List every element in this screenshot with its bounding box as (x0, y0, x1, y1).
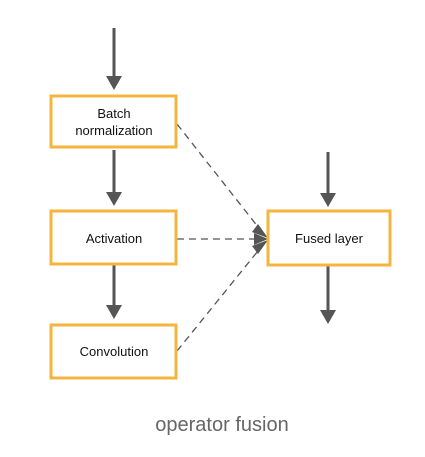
batch-normalization-label-line1: Batch (97, 106, 130, 121)
activation-node: Activation (49, 209, 178, 266)
dashed-arrow-convolution-to-fused (176, 240, 268, 352)
convolution-label: Convolution (80, 344, 149, 359)
dashed-arrow-batch-to-fused (176, 123, 268, 238)
batch-normalization-label-line2: normalization (75, 123, 152, 138)
arrow-batch-to-activation (106, 150, 122, 206)
diagram-caption: operator fusion (155, 414, 288, 436)
batch-normalization-node: Batch normalization (49, 94, 178, 149)
convolution-node: Convolution (49, 323, 178, 380)
fused-output-arrow (320, 266, 336, 324)
input-arrow (106, 28, 122, 90)
dashed-arrow-activation-to-fused (177, 233, 268, 245)
fused-layer-node: Fused layer (266, 209, 392, 267)
fused-layer-label: Fused layer (295, 231, 364, 246)
activation-label: Activation (86, 231, 142, 246)
arrow-activation-to-convolution (106, 265, 122, 319)
fused-input-arrow (320, 152, 336, 207)
